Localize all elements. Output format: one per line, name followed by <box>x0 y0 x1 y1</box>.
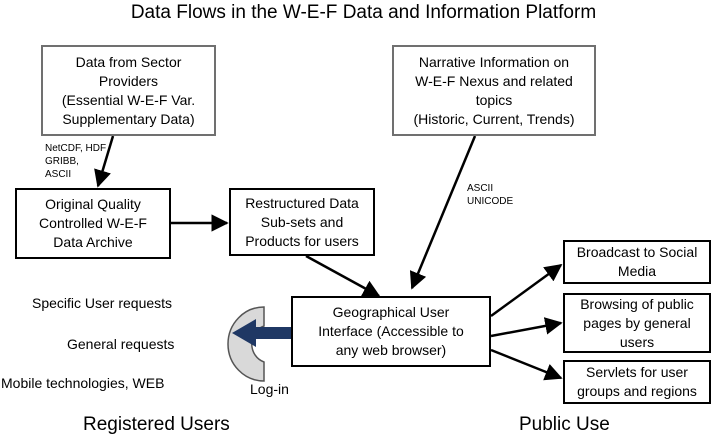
login-arrow-icon <box>232 319 294 347</box>
arrow-gui-to-servlets <box>490 348 563 381</box>
arrow-gui-to-broadcast <box>490 263 563 318</box>
arrow-narrative-to-gui <box>409 135 477 290</box>
login-icon <box>227 306 265 382</box>
arrow-restructured-to-gui <box>305 254 381 298</box>
box-data-archive: Original Quality Controlled W-E-F Data A… <box>15 188 171 259</box>
box-broadcast-social-media: Broadcast to Social Media <box>563 240 711 284</box>
label-data-formats: NetCDF, HDF GRIBB, ASCII <box>45 143 107 180</box>
footer-public-use: Public Use <box>519 414 610 435</box>
request-general: General requests <box>67 336 175 352</box>
box-geographical-user-interface: Geographical User Interface (Accessible … <box>291 296 491 367</box>
request-mobile-web: Mobile technologies, WEB <box>1 375 165 391</box>
box-restructured-data: Restructured Data Sub-sets and Products … <box>229 188 375 256</box>
box-narrative-information: Narrative Information on W-E-F Nexus and… <box>392 45 596 136</box>
login-label[interactable]: Log-in <box>250 381 289 397</box>
box-servlets: Servlets for user groups and regions <box>563 360 711 404</box>
box-sector-providers: Data from Sector Providers (Essential W-… <box>41 45 216 136</box>
footer-registered-users: Registered Users <box>83 414 230 435</box>
arrow-providers-to-archive <box>94 135 115 188</box>
diagram-title: Data Flows in the W-E-F Data and Informa… <box>130 2 597 23</box>
box-browsing-public-pages: Browsing of public pages by general user… <box>563 293 711 353</box>
label-text-formats: ASCII UNICODE <box>467 183 514 207</box>
arrow-gui-to-browsing <box>490 317 563 338</box>
request-specific-user: Specific User requests <box>32 295 173 311</box>
